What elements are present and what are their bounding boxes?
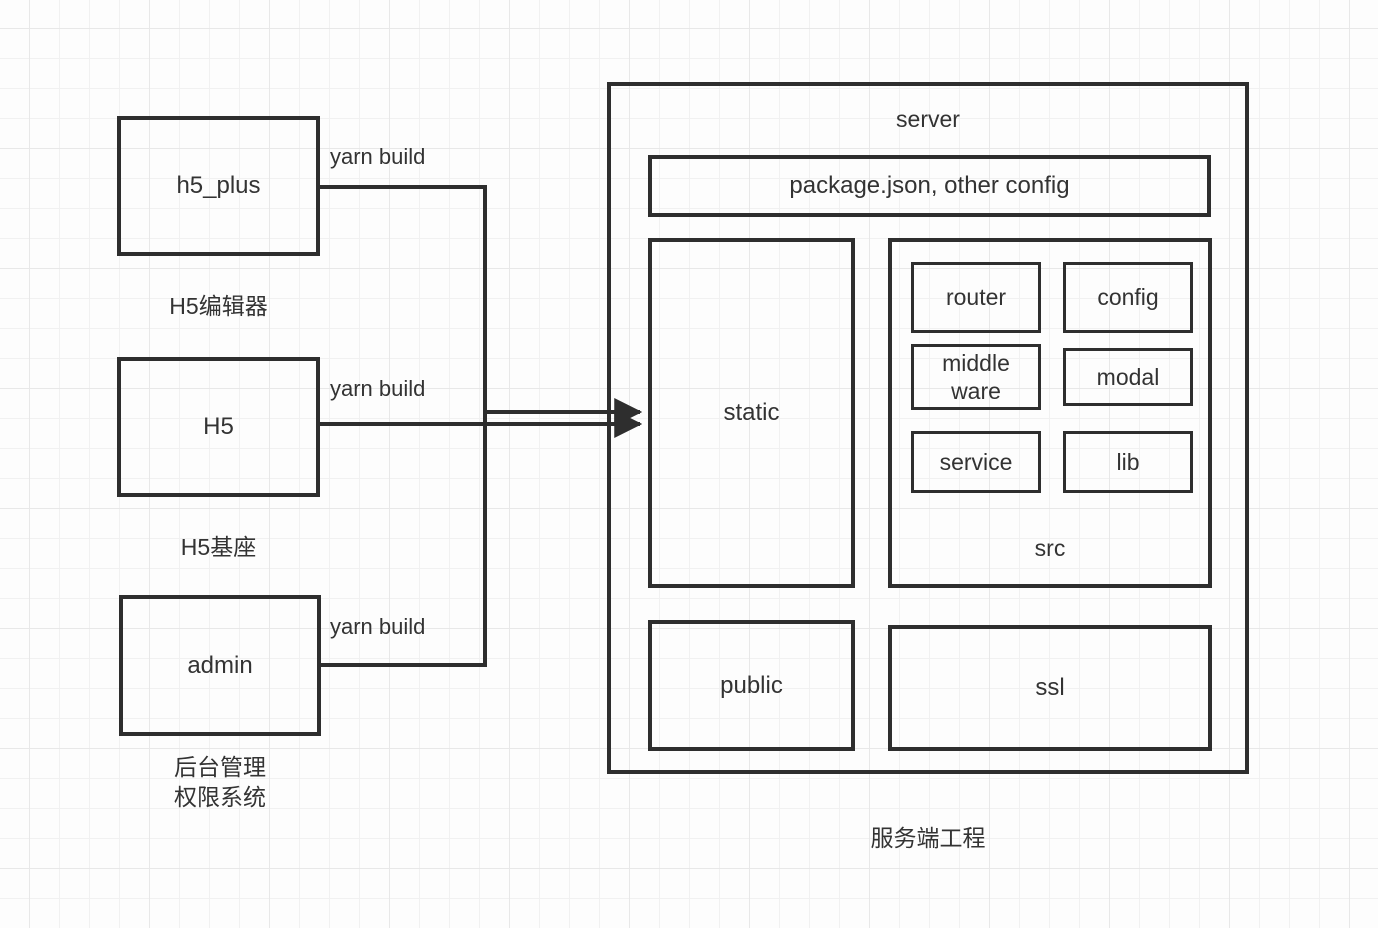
server-caption: 服务端工程	[870, 825, 986, 851]
src-module-service[interactable]: service	[911, 431, 1041, 493]
src-module-config[interactable]: config	[1063, 262, 1193, 333]
server-src-container[interactable]	[888, 238, 1212, 588]
source-caption-h5: H5基座	[180, 534, 257, 560]
source-box-label: H5	[203, 413, 234, 441]
server-container[interactable]	[607, 82, 1249, 774]
server-ssl-label: ssl	[1035, 674, 1065, 702]
server-config-box[interactable]: package.json, other config	[648, 155, 1211, 217]
src-module-middleware[interactable]: middle ware	[911, 344, 1041, 410]
source-caption-h5_plus: H5编辑器	[169, 293, 268, 319]
source-box-h5_plus[interactable]: h5_plus	[117, 116, 320, 256]
server-static-box[interactable]: static	[648, 238, 855, 588]
src-module-label: service	[939, 448, 1013, 475]
src-module-label: modal	[1096, 363, 1160, 390]
src-module-label: lib	[1116, 448, 1140, 475]
src-module-router[interactable]: router	[911, 262, 1041, 333]
server-config-label: package.json, other config	[789, 172, 1070, 200]
edge-label-admin: yarn build	[330, 614, 426, 639]
src-module-lib[interactable]: lib	[1063, 431, 1193, 493]
server-ssl-box[interactable]: ssl	[888, 625, 1212, 751]
edge-label-h5: yarn build	[330, 376, 426, 401]
src-module-label: router	[945, 284, 1007, 311]
source-caption-admin: 后台管理 权限系统	[174, 754, 266, 810]
server-title: server	[896, 106, 960, 132]
server-public-label: public	[720, 671, 783, 699]
source-box-h5[interactable]: H5	[117, 357, 320, 497]
server-static-label: static	[723, 399, 780, 427]
server-public-box[interactable]: public	[648, 620, 855, 751]
src-module-modal[interactable]: modal	[1063, 348, 1193, 406]
source-box-label: admin	[187, 651, 253, 679]
server-src-title: src	[1034, 535, 1066, 561]
source-box-label: h5_plus	[176, 172, 261, 200]
source-box-admin[interactable]: admin	[119, 595, 321, 736]
src-module-label: config	[1097, 284, 1159, 311]
src-module-label: middle ware	[942, 349, 1010, 404]
edge-label-h5_plus: yarn build	[330, 144, 426, 169]
